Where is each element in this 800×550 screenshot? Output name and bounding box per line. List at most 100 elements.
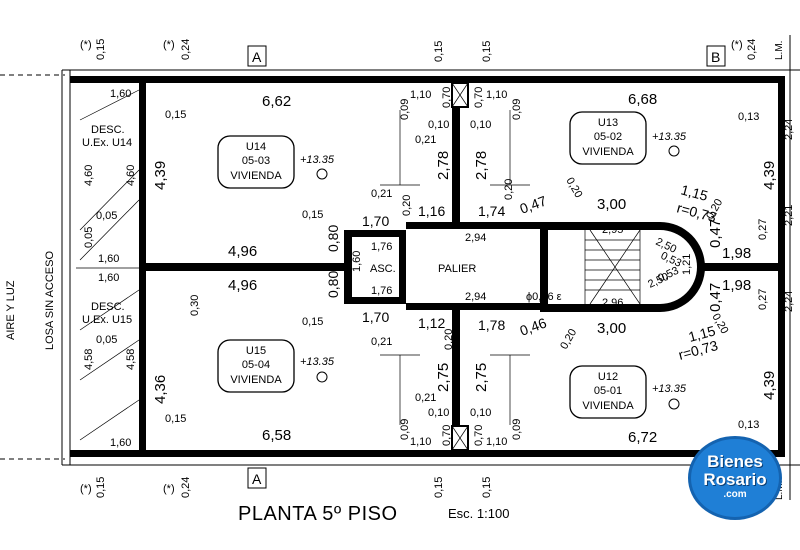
dim: 6,68 [628, 91, 657, 108]
asterisk-note: (*) [80, 483, 92, 495]
dim: 4,58 [83, 349, 95, 370]
dim: 0,09 [511, 419, 523, 440]
dim: 0,70 [441, 87, 453, 108]
unit-u12-id: U12 [598, 371, 618, 383]
dim: 0,15 [433, 477, 445, 498]
unit-u15-id: U15 [246, 345, 266, 357]
unit-u15-level: +13.35 [300, 356, 335, 368]
dim: 1,10 [410, 436, 431, 448]
dim: 4,60 [125, 165, 137, 186]
unit-u13-level: +13.35 [652, 131, 687, 143]
dim: 2,21 [783, 205, 795, 226]
dim: 4,60 [83, 165, 95, 186]
desc-u15-line2: U.Ex. U15 [82, 314, 132, 326]
dim: 0,21 [415, 392, 436, 404]
dim: 4,96 [228, 243, 257, 260]
unit-u13-type: VIVIENDA [582, 146, 634, 158]
dim: 1,15 [679, 181, 710, 204]
dim: 1,76 [371, 241, 392, 253]
dim: 2,24 [783, 291, 795, 312]
dim: 2,94 [465, 291, 486, 303]
dim: 0,10 [470, 119, 491, 131]
dim: 0,09 [399, 99, 411, 120]
dim: 4,39 [761, 371, 778, 400]
dim: 0,15 [302, 209, 323, 221]
dim: 0,09 [511, 99, 523, 120]
dim: 1,15 [687, 322, 718, 345]
palier-label: PALIER [438, 263, 476, 275]
outer-boundary [0, 35, 800, 500]
dim: 0,24 [180, 477, 192, 498]
dim: r=0,73 [677, 337, 720, 363]
dim: 0,70 [441, 425, 453, 446]
unit-u15-type: VIVIENDA [230, 374, 282, 386]
level-mark-icon [668, 145, 680, 157]
dim: 1,60 [98, 272, 119, 284]
lm-label-top: L.M. [774, 41, 785, 60]
unit-u14-code: 05-03 [242, 155, 270, 167]
dim: 1,12 [418, 315, 445, 331]
dim: 0,27 [757, 219, 769, 240]
dim: 0,70 [473, 425, 485, 446]
unit-u12-code: 05-01 [594, 385, 622, 397]
dim: 0,10 [428, 407, 449, 419]
stair [584, 229, 641, 305]
dim: 2,75 [435, 363, 452, 392]
dimensions: 6,62 6,68 6,58 6,72 4,96 4,96 1,98 1,98 … [152, 91, 778, 446]
dim: 4,39 [761, 161, 778, 190]
level-mark-icon [316, 371, 328, 383]
edge-annotations: (*) 0,15 (*) 0,24 0,15 0,15 (*) 0,24 (*)… [80, 39, 758, 498]
dim: 1,10 [410, 89, 431, 101]
dim: 0,15 [302, 316, 323, 328]
dim: 0,47 [707, 219, 724, 248]
plan-scale: Esc. 1:100 [448, 506, 509, 521]
dim: 0,05 [96, 334, 117, 346]
losa-hatch [76, 89, 140, 441]
unit-u14: U14 05-03 VIVIENDA +13.35 [217, 135, 335, 189]
dim: 0,24 [180, 39, 192, 60]
section-b-top: B [711, 49, 720, 65]
dim: 1,76 [371, 285, 392, 297]
asterisk-note: (*) [163, 39, 175, 51]
unit-u12-type: VIVIENDA [582, 400, 634, 412]
dim: 6,58 [262, 427, 291, 444]
unit-u14-type: VIVIENDA [230, 170, 282, 182]
unit-u15-code: 05-04 [242, 359, 270, 371]
dim: 1,70 [362, 309, 389, 325]
desc-labels: DESC. U.Ex. U14 DESC. U.Ex. U15 [82, 124, 132, 326]
dim: 2,95 [602, 224, 623, 236]
dim: 0,15 [165, 109, 186, 121]
dim: 1,60 [110, 88, 131, 100]
dim: 1,98 [722, 245, 751, 262]
unit-u14-level: +13.35 [300, 154, 335, 166]
dim: 2,94 [465, 232, 486, 244]
dim: 6,62 [262, 93, 291, 110]
dim: 0,70 [473, 87, 485, 108]
dim: 0,20 [558, 327, 579, 352]
dim: 6,72 [628, 429, 657, 446]
shafts [451, 82, 469, 451]
dim: 1,74 [478, 203, 505, 219]
dim: 3,00 [597, 320, 626, 337]
dim: 0,09 [399, 419, 411, 440]
dim: 0,15 [95, 477, 107, 498]
losa-label: LOSA SIN ACCESO [44, 251, 56, 350]
dim: 1,10 [486, 436, 507, 448]
dim: 1,21 [681, 254, 693, 275]
unit-u12: U12 05-01 VIVIENDA +13.35 [569, 365, 687, 419]
unit-u14-id: U14 [246, 141, 266, 153]
unit-u13-id: U13 [598, 117, 618, 129]
asc-label: ASC. [370, 263, 396, 275]
dim: 0,27 [757, 289, 769, 310]
dim: 0,20 [401, 195, 413, 216]
dim: 2,96 [602, 297, 623, 309]
desc-u14-line2: U.Ex. U14 [82, 137, 132, 149]
dim: 0,46 [518, 314, 549, 338]
dim: 1,16 [418, 203, 445, 219]
dim: 1,60 [110, 437, 131, 449]
openings [380, 110, 530, 425]
dim: 0,15 [95, 39, 107, 60]
dim: 0,20 [563, 176, 584, 201]
dim: 0,21 [371, 336, 392, 348]
